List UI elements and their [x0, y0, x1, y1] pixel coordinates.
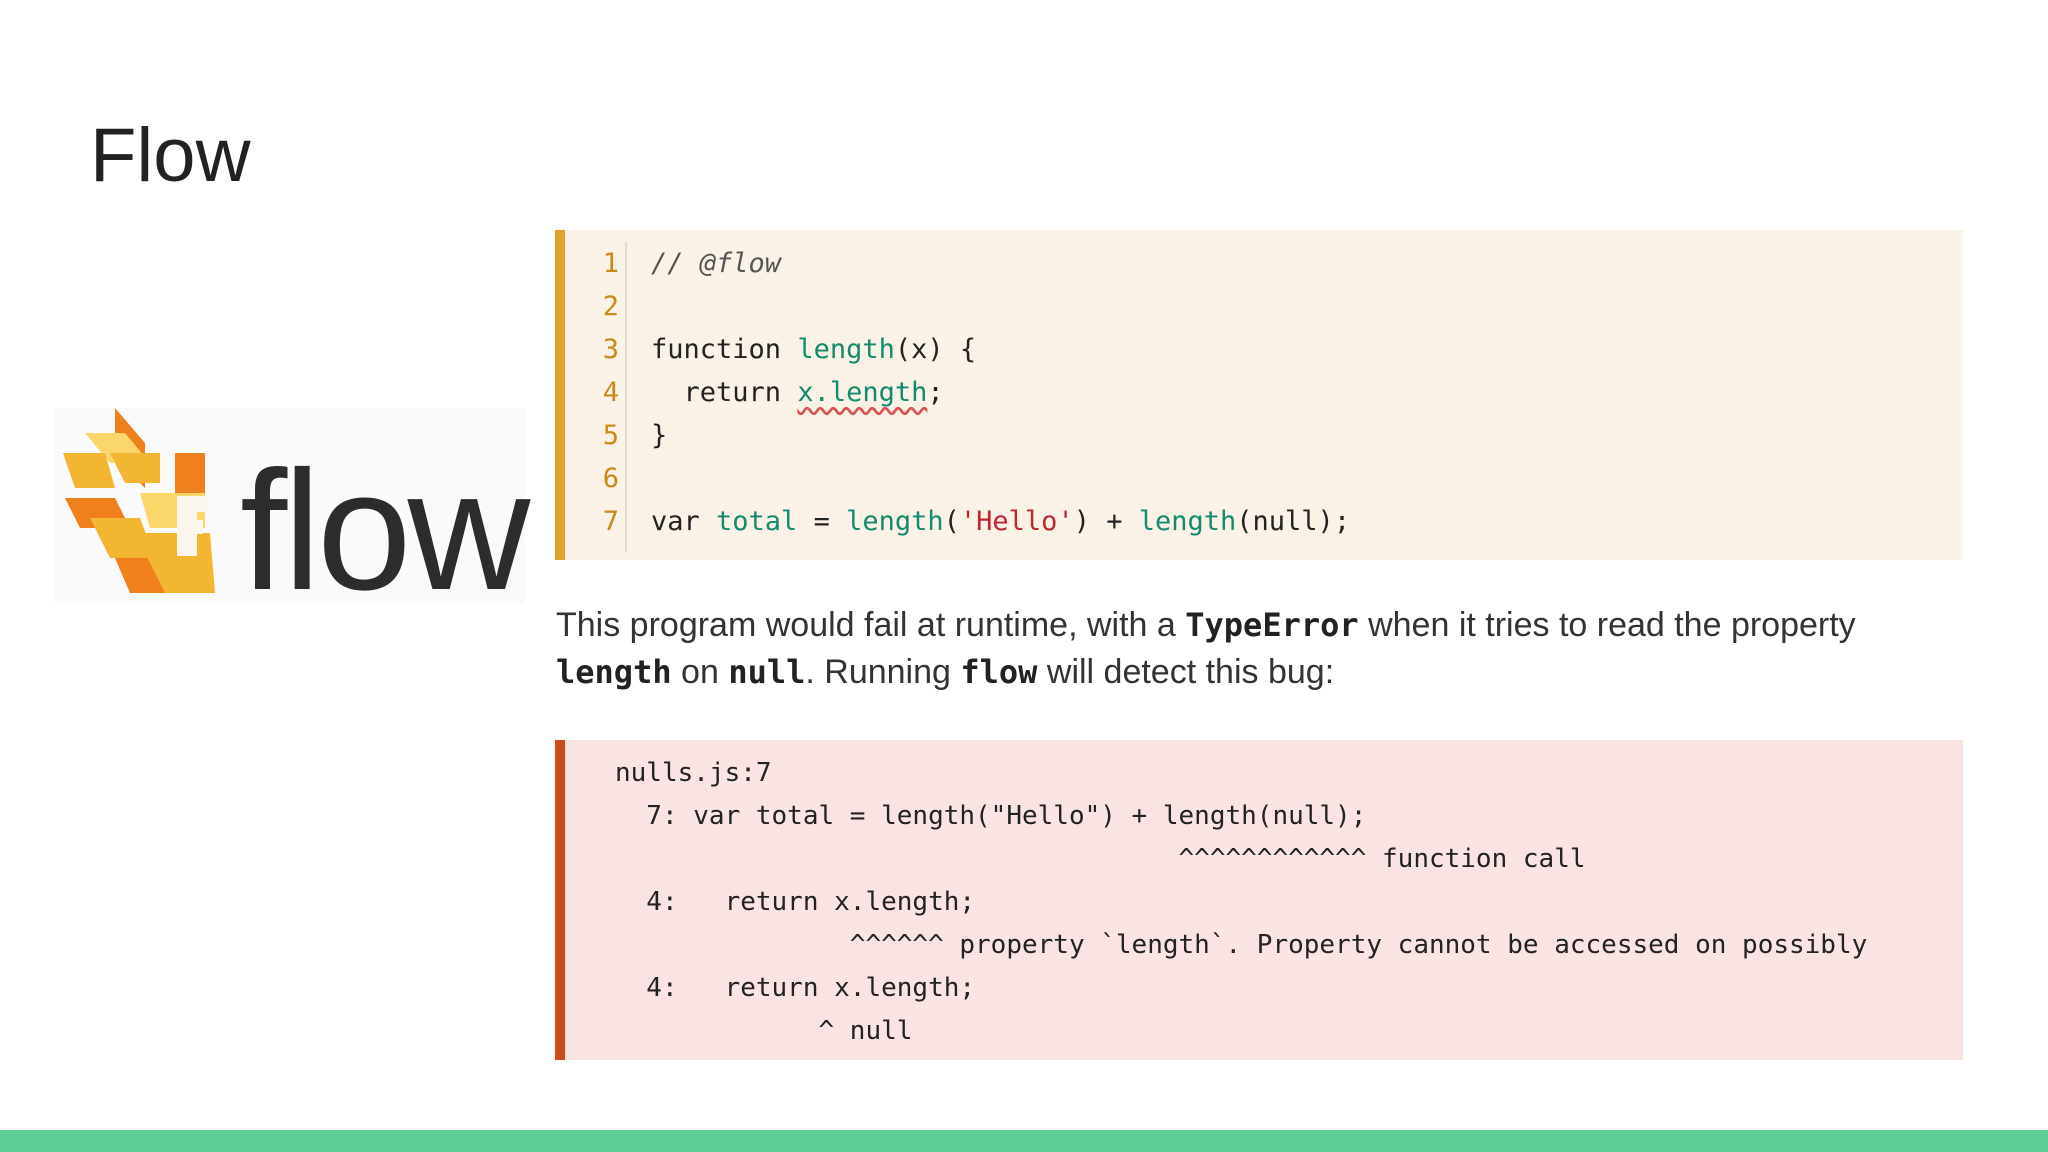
error-line: nulls.js:7	[615, 758, 772, 788]
error-line: ^^^^^^^^^^^^ function call	[615, 844, 1586, 874]
code-text: var total = length('Hello') + length(nul…	[651, 501, 1350, 543]
paragraph-text: will detect this bug:	[1037, 653, 1335, 691]
error-line: 7: var total = length("Hello") + length(…	[615, 801, 1367, 831]
line-number: 5	[602, 420, 619, 451]
error-output-block: nulls.js:7 7: var total = length("Hello"…	[555, 740, 1963, 1060]
code-token: (null);	[1236, 506, 1351, 537]
footer-accent-bar	[0, 1130, 2048, 1152]
code-text: }	[651, 415, 667, 457]
inline-code-null: null	[728, 653, 806, 691]
code-text: function length(x) {	[651, 329, 976, 371]
code-token: 'Hello'	[959, 506, 1074, 537]
code-token: =	[797, 506, 847, 537]
code-token: x.length	[797, 377, 928, 408]
line-number: 7	[602, 506, 619, 537]
code-token: length	[797, 334, 895, 365]
flow-logo-icon	[63, 408, 215, 593]
line-number: 6	[602, 463, 619, 494]
error-line: 4: return x.length;	[615, 887, 976, 917]
line-number: 1	[602, 248, 619, 279]
code-token: var	[651, 506, 717, 537]
inline-code-flow: flow	[960, 653, 1038, 691]
code-token: ) +	[1073, 506, 1139, 537]
code-token: (	[943, 506, 960, 537]
paragraph-text: . Running	[805, 653, 961, 691]
flow-wordmark: flow	[240, 436, 530, 626]
paragraph-text: when it tries to read the property	[1358, 606, 1856, 644]
error-line: 4: return x.length;	[615, 973, 976, 1003]
line-number: 3	[602, 334, 619, 365]
paragraph-text: This program would fail at runtime, with…	[556, 606, 1186, 644]
code-gutter	[565, 242, 627, 552]
slide-title: Flow	[90, 113, 251, 198]
inline-code-typeerror: TypeError	[1185, 606, 1359, 644]
code-token: total	[716, 506, 798, 537]
error-line: ^ null	[615, 1016, 913, 1046]
code-token: // @flow	[651, 248, 782, 279]
code-token: return	[651, 377, 798, 408]
code-token: }	[651, 420, 668, 451]
flow-logo: flow	[55, 408, 530, 616]
line-number: 2	[602, 291, 619, 322]
code-token: length	[1138, 506, 1237, 537]
code-token: (x) {	[894, 334, 977, 365]
code-token: length	[846, 506, 944, 537]
code-token: function	[651, 334, 798, 365]
code-token: ;	[927, 377, 944, 408]
inline-code-length: length	[556, 653, 672, 691]
error-line: ^^^^^^ property `length`. Property canno…	[615, 930, 1868, 960]
code-text: return x.length;	[651, 372, 944, 414]
paragraph-text: on	[671, 653, 729, 691]
explanation-paragraph: This program would fail at runtime, with…	[556, 602, 1966, 696]
line-number: 4	[602, 377, 619, 408]
code-text: // @flow	[651, 243, 781, 285]
